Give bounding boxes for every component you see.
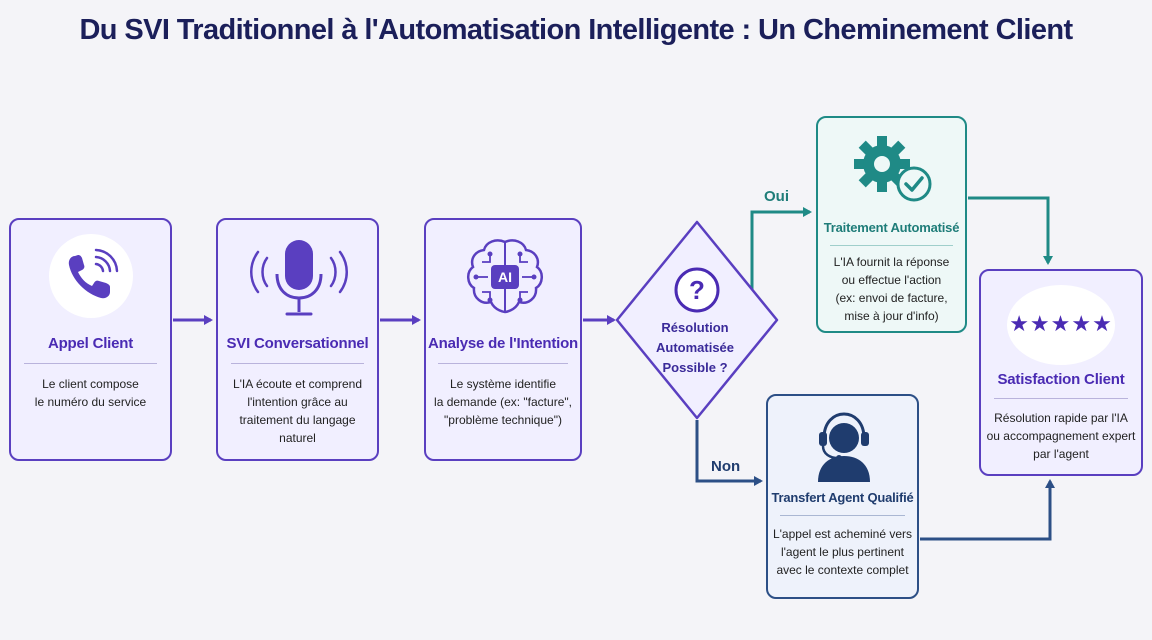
gear-check-icon <box>848 132 938 210</box>
card-appel-client: Appel Client Le client compose le numéro… <box>9 218 172 461</box>
microphone-icon <box>239 234 359 324</box>
phone-icon <box>48 234 133 318</box>
agent-headset-icon <box>804 406 884 482</box>
card-satisfaction-client: ★★★★★ Satisfaction Client Résolution rap… <box>979 269 1143 476</box>
analyse-title: Analyse de l'Intention <box>427 335 579 352</box>
ai-chip-label: AI <box>498 269 512 285</box>
decision-title: Résolution Automatisée Possible ? <box>655 320 735 375</box>
satisfaction-title: Satisfaction Client <box>997 371 1125 388</box>
card-transfert-agent: Transfert Agent Qualifié L'appel est ach… <box>766 394 919 599</box>
card-traitement-automatise: Traitement Automatisé L'IA fournit la ré… <box>816 116 967 333</box>
arrow-transfert-satisfaction <box>920 479 1055 541</box>
arrow-traitement-satisfaction <box>968 196 1053 265</box>
transfert-title: Transfert Agent Qualifié <box>771 490 914 505</box>
decision-diamond <box>615 220 779 420</box>
card-analyse-intention: AI Analyse de l'Intention Le système ide… <box>424 218 582 461</box>
arrow-decision-transfert <box>695 420 763 486</box>
branch-label-no: Non <box>711 458 741 475</box>
svi-desc: L'IA écoute et comprend l'intention grâc… <box>232 377 363 445</box>
rating-stars-badge: ★★★★★ <box>1007 285 1115 365</box>
rating-stars: ★★★★★ <box>1009 311 1113 336</box>
svi-title: SVI Conversationnel <box>226 335 369 352</box>
traitement-desc: L'IA fournit la réponse ou effectue l'ac… <box>833 255 950 323</box>
satisfaction-desc: Résolution rapide par l'IA ou accompagne… <box>986 411 1136 461</box>
arrow-decision-traitement <box>750 207 812 290</box>
branch-label-yes: Oui <box>764 188 789 205</box>
ai-brain-icon: AI <box>460 232 550 322</box>
appel-client-desc: Le client compose le numéro du service <box>34 377 147 409</box>
page-title: Du SVI Traditionnel à l'Automatisation I… <box>79 14 1073 46</box>
question-icon-glyph: ? <box>689 275 705 305</box>
question-icon: ? <box>672 265 722 315</box>
appel-client-title: Appel Client <box>47 335 134 352</box>
analyse-desc: Le système identifie la demande (ex: "fa… <box>434 377 572 427</box>
card-svi-conversationnel: SVI Conversationnel L'IA écoute et compr… <box>216 218 379 461</box>
traitement-title: Traitement Automatisé <box>823 220 960 235</box>
transfert-desc: L'appel est acheminé vers l'agent le plu… <box>772 527 913 577</box>
